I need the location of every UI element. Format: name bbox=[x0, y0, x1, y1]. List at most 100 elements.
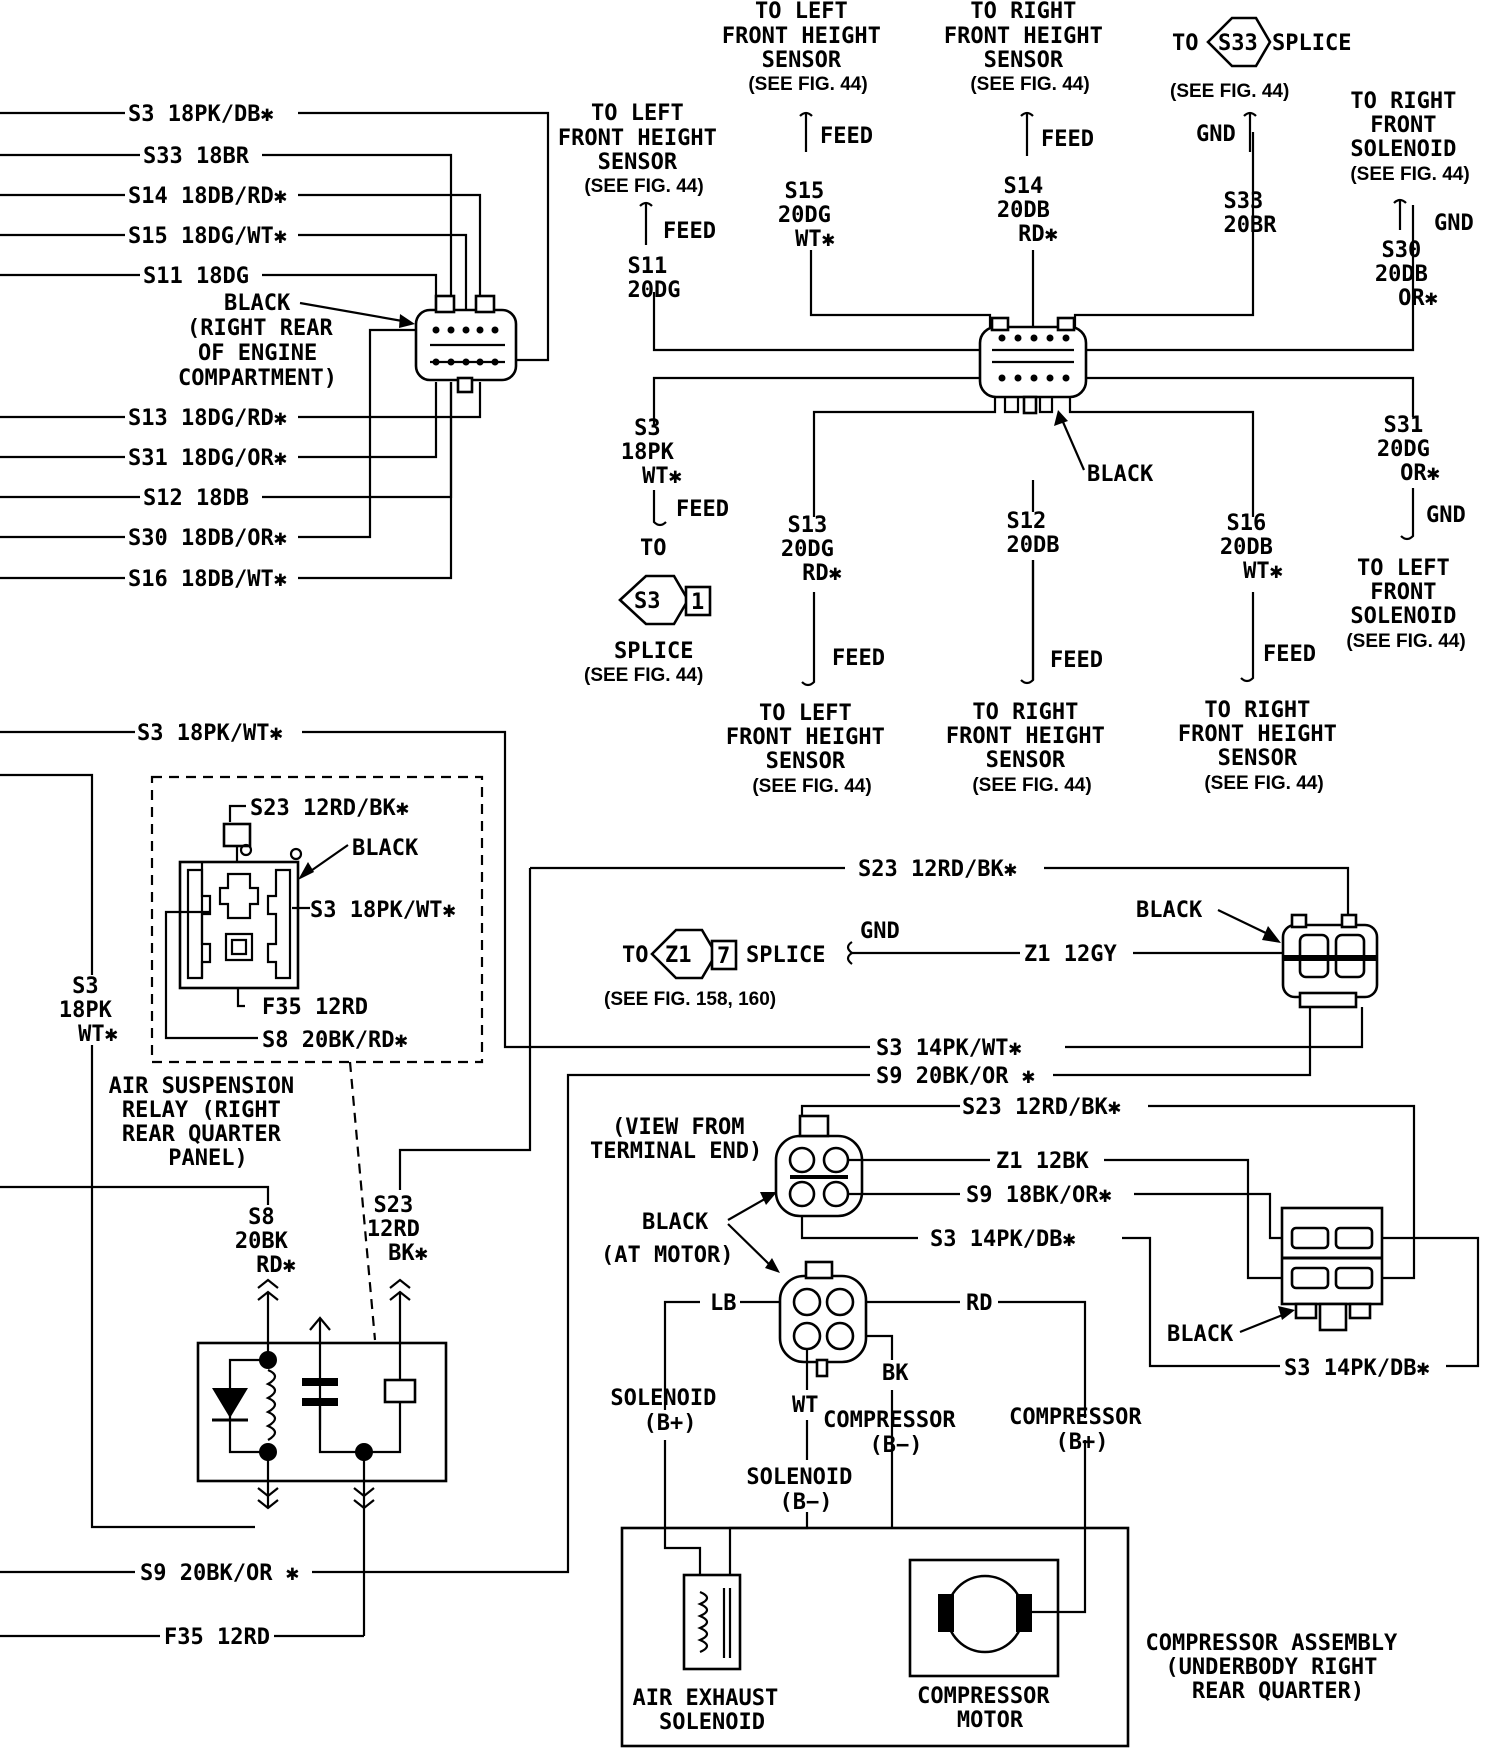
s3-feed-tag: FEED bbox=[676, 497, 729, 522]
wire-label-s12-18db: S12 18DB bbox=[143, 486, 249, 511]
lower-s23-12rd-label: S23 12RD/BK✱ bbox=[962, 1095, 1121, 1120]
s33-splice-id: S33 bbox=[1218, 31, 1258, 56]
z1-to-label: TO bbox=[622, 943, 649, 968]
s3-see-fig: (SEE FIG. 44) bbox=[584, 665, 703, 686]
s11-destination: TO LEFT FRONT HEIGHT SENSOR (SEE FIG. 44… bbox=[558, 101, 730, 197]
s14-wire-label: S14 20DB RD✱ bbox=[997, 174, 1063, 247]
wire-label-s30-18db-or: S30 18DB/OR✱ bbox=[128, 526, 287, 551]
connector-location-label: BLACK (RIGHT REAR OF ENGINE COMPARTMENT) bbox=[178, 291, 346, 391]
wire-label-s31-18dg-or: S31 18DG/OR✱ bbox=[128, 446, 287, 471]
s33-to-label: TO bbox=[1172, 31, 1199, 56]
feed-right-sensor-s14: TO RIGHT FRONT HEIGHT SENSOR (SEE FIG. 4… bbox=[944, 0, 1103, 247]
feed-splice-s3: S3 18PK WT✱ FEED TO S3 1 SPLICE (SEE FIG… bbox=[584, 416, 729, 686]
view-from-label: (VIEW FROM bbox=[612, 1115, 744, 1140]
air-exhaust-solenoid bbox=[682, 1573, 742, 1671]
s31-destination: TO LEFT FRONT SOLENOID (SEE FIG. 44) bbox=[1346, 556, 1469, 652]
terminal-end-connector bbox=[774, 1114, 864, 1218]
s33-gnd-tag: GND bbox=[1196, 122, 1236, 147]
compressor-bplus-label: COMPRESSOR (B+) bbox=[1009, 1405, 1155, 1455]
motor-black-at-motor-label: (AT MOTOR) bbox=[601, 1243, 733, 1268]
s31-gnd-tag: GND bbox=[1426, 503, 1466, 528]
wire-label-s16-18db-wt: S16 18DB/WT✱ bbox=[128, 567, 287, 592]
wire-label-s14-18db-rd: S14 18DB/RD✱ bbox=[128, 184, 287, 209]
z1-splice-num: 7 bbox=[717, 944, 730, 969]
wire-label-s15-18dg-wt: S15 18DG/WT✱ bbox=[128, 224, 287, 249]
wire-lb-label: LB bbox=[710, 1291, 737, 1316]
wire-bk-label: BK bbox=[882, 1361, 909, 1386]
feed-left-sensor-s15: TO LEFT FRONT HEIGHT SENSOR (SEE FIG. 44… bbox=[722, 0, 894, 252]
s3-splice-word: SPLICE bbox=[614, 639, 693, 664]
gnd-splice-s33: TO S33 SPLICE (SEE FIG. 44) GND S33 20BR bbox=[1170, 16, 1351, 238]
z1-gnd-tag: GND bbox=[860, 919, 900, 944]
lower-s9-20bk-or-label: S9 20BK/OR ✱ bbox=[876, 1064, 1035, 1089]
s13-feed-tag: FEED bbox=[832, 646, 885, 671]
motor-black-label: BLACK bbox=[642, 1210, 709, 1235]
relay-schematic bbox=[196, 1278, 448, 1636]
s12-destination: TO RIGHT FRONT HEIGHT SENSOR (SEE FIG. 4… bbox=[946, 700, 1118, 796]
wire-label-s11-18dg: S11 18DG bbox=[143, 264, 249, 289]
s11-feed-tag: FEED bbox=[663, 219, 716, 244]
wire-wt-label: WT bbox=[792, 1393, 819, 1418]
solenoid-bminus-label: SOLENOID (B−) bbox=[746, 1465, 865, 1515]
black-connector-lower-label: BLACK bbox=[1167, 1322, 1234, 1347]
relay-name-label: AIR SUSPENSION RELAY (RIGHT REAR QUARTER… bbox=[109, 1074, 308, 1171]
lower-z1-12bk-label: Z1 12BK bbox=[996, 1149, 1089, 1174]
compressor-bminus-label: COMPRESSOR (B−) bbox=[823, 1408, 969, 1458]
s11-wire-label: S11 20DG bbox=[628, 254, 681, 303]
s33-see-fig: (SEE FIG. 44) bbox=[1170, 81, 1289, 102]
s33-wire-label: S33 20BR bbox=[1224, 189, 1278, 238]
lower-s23-top-label: S23 12RD/BK✱ bbox=[858, 857, 1017, 882]
air-exhaust-label: AIR EXHAUST SOLENOID bbox=[633, 1686, 792, 1735]
center-connector-label: BLACK bbox=[1087, 462, 1154, 487]
terminal-end-label: TERMINAL END) bbox=[590, 1139, 762, 1164]
s15-wire-label: S15 20DG WT✱ bbox=[778, 179, 844, 252]
engine-compartment-connector bbox=[414, 294, 518, 394]
lower-s9-18bk-label: S9 18BK/OR✱ bbox=[966, 1183, 1112, 1208]
relay-s23-vertical-label: S23 12RD BK✱ bbox=[367, 1193, 433, 1266]
z1-12gy-label: Z1 12GY bbox=[1024, 942, 1117, 967]
s33-splice-tag bbox=[1206, 16, 1272, 68]
left-harness: S3 18PK/DB✱ S33 18BR S14 18DB/RD✱ S15 18… bbox=[0, 102, 550, 592]
gnd-left-solenoid-s31: S31 20DG OR✱ GND TO LEFT FRONT SOLENOID … bbox=[1346, 413, 1469, 652]
relay-section: S3 18PK/WT✱ S3 18PK WT✱ S23 12RD/BK✱ bbox=[0, 721, 870, 1650]
relay-s8-vertical-label: S8 20BK RD✱ bbox=[235, 1205, 301, 1278]
relay-black-label: BLACK bbox=[352, 836, 419, 861]
s3-to-label: TO bbox=[640, 536, 667, 561]
s15-destination: TO LEFT FRONT HEIGHT SENSOR (SEE FIG. 44… bbox=[722, 0, 894, 95]
compressor-assembly-label: COMPRESSOR ASSEMBLY (UNDERBODY RIGHT REA… bbox=[1146, 1631, 1411, 1704]
wire-label-s33-18br: S33 18BR bbox=[143, 144, 250, 169]
black-connector-lower bbox=[1280, 1206, 1384, 1332]
s3-splice-id: S3 bbox=[634, 589, 661, 614]
s13-wire-label: S13 20DG RD✱ bbox=[781, 513, 847, 586]
solenoid-bplus-label: SOLENOID (B+) bbox=[610, 1386, 729, 1436]
wire-label-s3-18pk-db: S3 18PK/DB✱ bbox=[128, 102, 274, 127]
s31-wire-label: S31 20DG OR✱ bbox=[1377, 413, 1443, 486]
right-harness-connector bbox=[1281, 913, 1379, 1009]
s16-feed-tag: FEED bbox=[1263, 642, 1316, 667]
relay-f35-label: F35 12RD bbox=[262, 995, 368, 1020]
s15-feed-tag: FEED bbox=[820, 124, 873, 149]
wire-rd-label: RD bbox=[966, 1291, 993, 1316]
s3-wire-label: S3 18PK WT✱ bbox=[621, 416, 687, 489]
lower-right-section: S23 12RD/BK✱ TO Z1 7 SPLICE GND Z1 12GY … bbox=[530, 857, 1480, 1748]
feed-left-sensor-s13: S13 20DG RD✱ FEED TO LEFT FRONT HEIGHT S… bbox=[726, 513, 898, 797]
s14-feed-tag: FEED bbox=[1041, 127, 1094, 152]
relay-s3-vertical-label: S3 18PK WT✱ bbox=[59, 974, 125, 1047]
feed-left-sensor-s11: TO LEFT FRONT HEIGHT SENSOR (SEE FIG. 44… bbox=[558, 101, 730, 303]
relay-s8-label: S8 20BK/RD✱ bbox=[262, 1028, 408, 1053]
relay-s3-18pk-label: S3 18PK/WT✱ bbox=[310, 898, 456, 923]
motor-connector bbox=[778, 1260, 868, 1378]
s3-splice-num: 1 bbox=[691, 590, 704, 615]
relay-s23-label: S23 12RD/BK✱ bbox=[250, 796, 409, 821]
feed-right-sensor-s16: S16 20DB WT✱ FEED TO RIGHT FRONT HEIGHT … bbox=[1178, 511, 1350, 794]
s13-destination: TO LEFT FRONT HEIGHT SENSOR (SEE FIG. 44… bbox=[726, 701, 898, 797]
s16-destination: TO RIGHT FRONT HEIGHT SENSOR (SEE FIG. 4… bbox=[1178, 698, 1350, 794]
s33-splice-word: SPLICE bbox=[1272, 31, 1351, 56]
gnd-right-solenoid-s30: TO RIGHT FRONT SOLENOID (SEE FIG. 44) GN… bbox=[1350, 89, 1473, 311]
s16-wire-label: S16 20DB WT✱ bbox=[1220, 511, 1286, 584]
bottom-s9-label: S9 20BK/OR ✱ bbox=[140, 1561, 299, 1586]
z1-see-fig: (SEE FIG. 158, 160) bbox=[604, 989, 776, 1010]
s30-gnd-tag: GND bbox=[1434, 211, 1474, 236]
lower-s3-14pk-db-bottom-label: S3 14PK/DB✱ bbox=[1284, 1356, 1430, 1381]
